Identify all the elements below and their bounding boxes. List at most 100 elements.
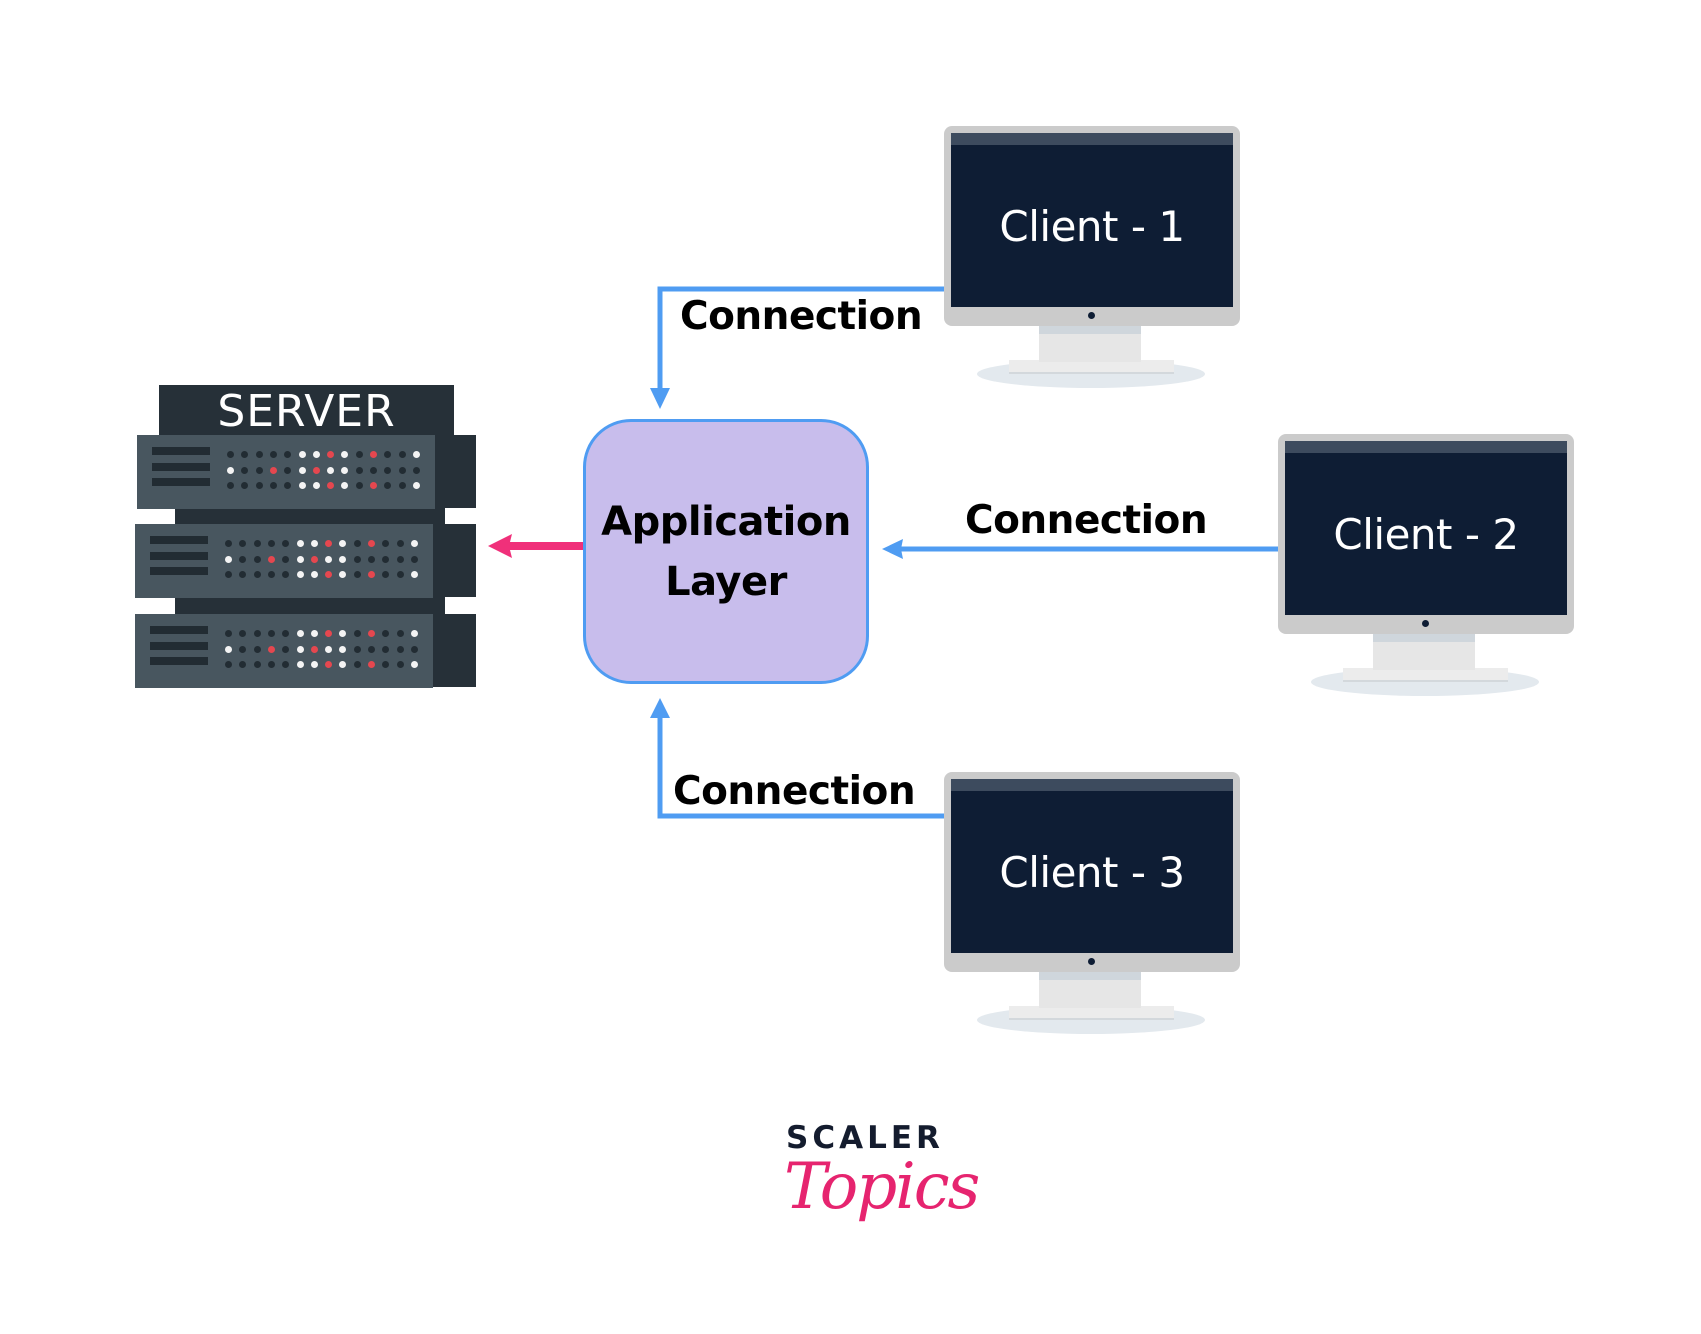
server-led xyxy=(253,645,261,653)
server-led xyxy=(353,540,361,547)
server-led xyxy=(255,466,263,474)
server-led xyxy=(355,482,363,489)
monitor-screen: Client - 1 xyxy=(951,133,1233,307)
application-layer-box: Application Layer xyxy=(583,419,869,684)
server-led xyxy=(353,571,361,578)
server-led xyxy=(310,645,318,653)
server-led xyxy=(310,555,318,563)
server-led xyxy=(227,451,234,458)
server-led xyxy=(370,482,377,489)
server-led xyxy=(255,451,263,458)
server-led xyxy=(267,571,275,578)
server-led xyxy=(282,661,290,668)
client-2-monitor: Client - 2 xyxy=(1278,434,1574,704)
server-led xyxy=(225,630,232,637)
server-led xyxy=(239,630,247,637)
server-led xyxy=(310,661,318,668)
server-led xyxy=(412,466,420,474)
server-led xyxy=(269,482,277,489)
server-led xyxy=(298,451,306,458)
server-led xyxy=(396,540,404,547)
server-led xyxy=(384,466,392,474)
server-led xyxy=(370,466,377,474)
client-1-monitor: Client - 1 xyxy=(944,126,1240,396)
server-led xyxy=(296,555,304,563)
server-led xyxy=(370,451,377,458)
server-label-plate: SERVER xyxy=(159,385,454,437)
server-led xyxy=(410,555,418,563)
server-led xyxy=(225,645,232,653)
server-drive-slot xyxy=(150,657,208,665)
server-led xyxy=(227,466,234,474)
server-led xyxy=(398,466,406,474)
server-led xyxy=(267,540,275,547)
server-led xyxy=(382,540,390,547)
server-led xyxy=(296,630,304,637)
server-led xyxy=(296,540,304,547)
server-led xyxy=(368,630,375,637)
server-led xyxy=(327,451,335,458)
server-led xyxy=(267,555,275,563)
screen-top-bar xyxy=(951,779,1233,791)
server-led xyxy=(355,451,363,458)
server-led xyxy=(412,451,420,458)
server-led xyxy=(241,466,249,474)
server-led xyxy=(239,555,247,563)
server-led xyxy=(310,540,318,547)
server-drive-slot xyxy=(152,447,210,455)
server-led xyxy=(325,555,333,563)
server-led xyxy=(396,645,404,653)
server-unit xyxy=(135,524,433,598)
server-led xyxy=(267,645,275,653)
server-led xyxy=(398,451,406,458)
connection-label-3: Connection xyxy=(673,769,916,814)
server-led xyxy=(368,661,375,668)
screen-top-bar xyxy=(1285,441,1567,453)
monitor-bezel: Client - 1 xyxy=(944,126,1240,326)
server-led xyxy=(239,571,247,578)
monitor-foot xyxy=(1343,668,1508,682)
server-led xyxy=(225,661,232,668)
server-led xyxy=(396,630,404,637)
server-drive-slot xyxy=(150,552,208,560)
arrowhead-client-1 xyxy=(650,388,670,409)
server-led xyxy=(267,630,275,637)
server-led xyxy=(339,540,347,547)
server-led xyxy=(339,630,347,637)
monitor-foot xyxy=(1009,1006,1174,1020)
connector-client-1 xyxy=(657,286,946,392)
server-led xyxy=(410,571,418,578)
server-led xyxy=(253,540,261,547)
server-led xyxy=(339,661,347,668)
server-led xyxy=(269,451,277,458)
server-led xyxy=(282,645,290,653)
server-led xyxy=(325,645,333,653)
server-led xyxy=(325,540,333,547)
server-led xyxy=(325,571,333,578)
server-led xyxy=(241,451,249,458)
server-led xyxy=(382,645,390,653)
server-led xyxy=(269,466,277,474)
screen-top-bar xyxy=(951,133,1233,145)
server-drive-slot xyxy=(150,536,208,544)
server-led xyxy=(267,661,275,668)
server-led xyxy=(282,555,290,563)
client-2-label: Client - 2 xyxy=(1333,509,1519,559)
monitor-bezel: Client - 2 xyxy=(1278,434,1574,634)
monitor-stand xyxy=(1373,634,1475,670)
monitor-screen: Client - 2 xyxy=(1285,441,1567,615)
server-led xyxy=(410,645,418,653)
server-led xyxy=(382,661,390,668)
server-led xyxy=(239,645,247,653)
server-led xyxy=(410,540,418,547)
server-led xyxy=(410,661,418,668)
server-drive-slot xyxy=(152,478,210,486)
monitor-camera-dot xyxy=(1088,958,1095,965)
server-led xyxy=(368,571,375,578)
server-led xyxy=(396,571,404,578)
server-led xyxy=(341,482,349,489)
server-led xyxy=(325,630,333,637)
server-led xyxy=(353,630,361,637)
logo-sub: Topics xyxy=(784,1150,980,1224)
server-led xyxy=(282,571,290,578)
